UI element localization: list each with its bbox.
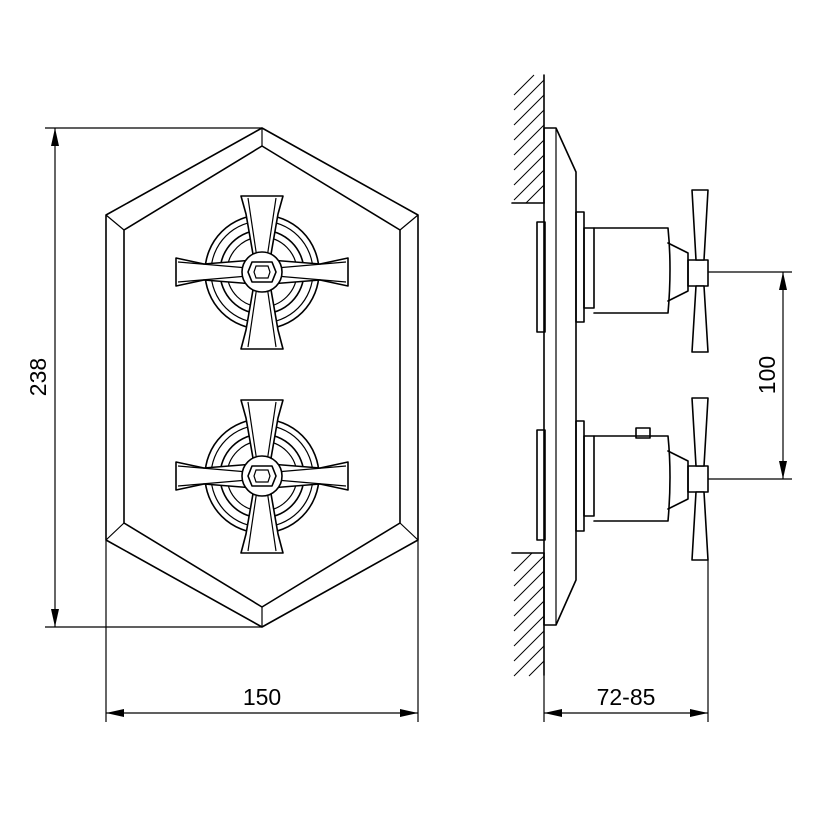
dimension-width: 150 (105, 540, 419, 722)
dimension-depth: 72-85 (543, 560, 709, 722)
dimension-depth-label: 72-85 (597, 684, 656, 710)
wall-upper-hatch (511, 74, 545, 204)
wall-lower-hatch (511, 552, 545, 677)
escutcheon-profile (543, 127, 577, 626)
dimension-spacing: 100 (708, 271, 792, 480)
upper-cross-handle (175, 195, 349, 350)
dimension-height: 238 (25, 127, 262, 628)
lower-cross-handle (175, 399, 349, 554)
side-view (511, 74, 709, 677)
lower-valve-side (536, 397, 709, 561)
front-view (105, 127, 419, 628)
dimension-spacing-label: 100 (754, 356, 780, 394)
dimension-width-label: 150 (243, 684, 281, 710)
dimension-height-label: 238 (25, 358, 51, 396)
upper-valve-side (536, 189, 709, 353)
